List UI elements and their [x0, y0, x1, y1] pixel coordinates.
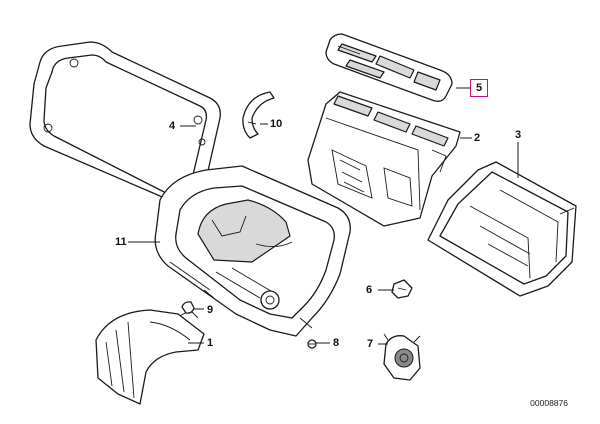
callout-2: 2 — [474, 132, 481, 144]
part-7-actuator — [383, 333, 421, 381]
callout-9: 9 — [207, 304, 214, 316]
callout-6: 6 — [366, 284, 373, 296]
callout-8: 8 — [333, 337, 340, 349]
part-6-connector — [391, 279, 413, 299]
callout-10: 10 — [270, 118, 283, 130]
part-3-filter-housing — [427, 161, 577, 297]
part-4-gasket-seal — [29, 41, 221, 214]
callout-4: 4 — [169, 120, 176, 132]
callout-7: 7 — [367, 338, 374, 350]
callout-11: 11 — [115, 236, 127, 248]
drawing-id: 00008876 — [530, 398, 568, 408]
part-8-screw — [307, 339, 317, 349]
part-1-scroll-cover — [95, 309, 205, 405]
leader-lines — [128, 87, 519, 345]
part-11-blower-housing — [154, 165, 351, 337]
part-10-clip — [242, 91, 275, 139]
callout-1: 1 — [207, 337, 214, 349]
part-2-distribution-housing — [307, 91, 461, 227]
part-9-retaining-clip — [181, 301, 195, 314]
part-5-grille-cover — [325, 33, 453, 102]
callout-5-highlighted[interactable]: 5 — [470, 79, 488, 97]
callout-3: 3 — [515, 129, 522, 141]
